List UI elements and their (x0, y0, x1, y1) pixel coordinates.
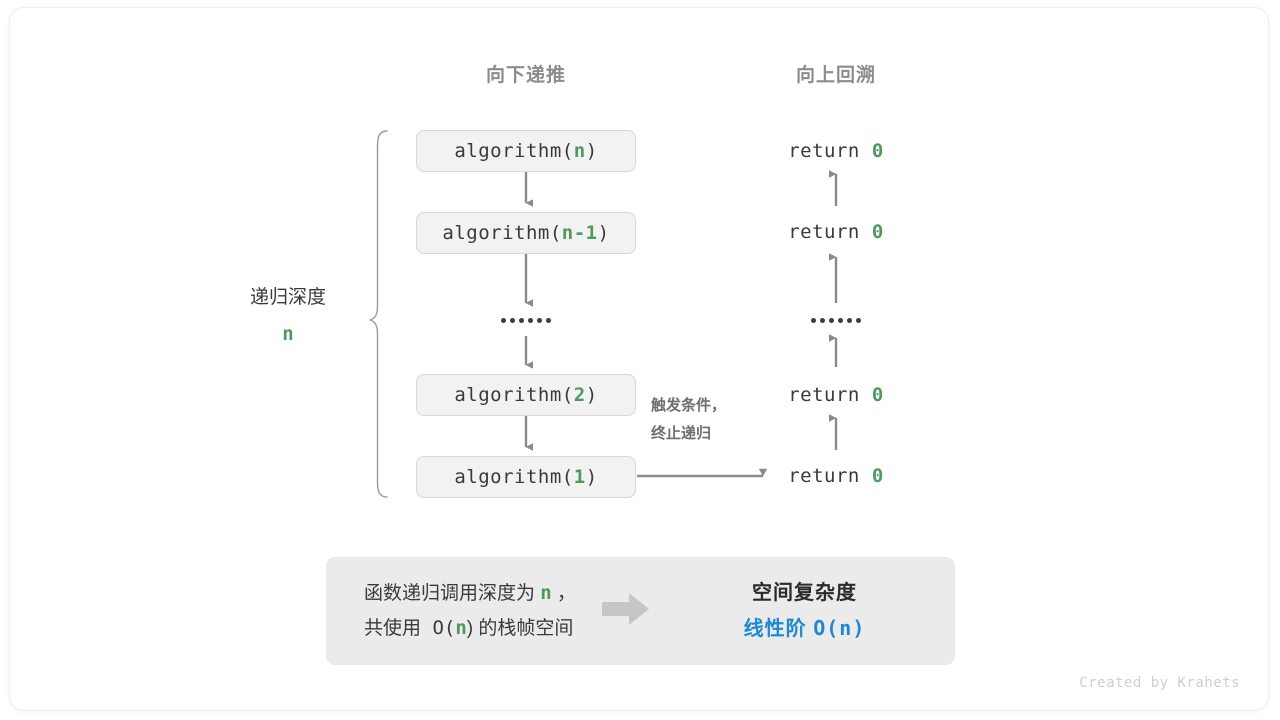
credit-text: Created by Krahets (1079, 675, 1240, 691)
call-box-prefix: algorithm( (442, 222, 562, 244)
return-value: 0 (871, 140, 884, 162)
return-keyword: return (788, 140, 872, 162)
call-box-n-minus-1[interactable]: algorithm(n-1) (416, 212, 636, 254)
summary-line1-a: 函数递归调用深度为 (364, 582, 541, 604)
call-box-suffix: ) (585, 384, 598, 406)
return-label-4: return 0 (788, 465, 884, 487)
summary-result-value-label: 线性阶 (743, 617, 814, 640)
column-header-down: 向下递推 (485, 65, 567, 86)
call-box-prefix: algorithm( (454, 140, 574, 162)
call-box-suffix: ) (597, 222, 610, 244)
summary-description: 函数递归调用深度为 n ， 共使用 O(n) 的栈帧空间 (326, 576, 576, 646)
return-keyword: return (788, 221, 872, 243)
call-box-arg: 2 (573, 384, 586, 406)
summary-line2-a: 共使用 O( (364, 617, 456, 639)
recursion-depth-label: 递归深度 n (250, 280, 326, 352)
summary-result-value-notation: O(n) (813, 615, 866, 640)
return-keyword: return (788, 465, 872, 487)
call-box-suffix: ) (585, 466, 598, 488)
summary-line-2: 共使用 O(n) 的栈帧空间 (364, 611, 576, 646)
call-box-arg: n-1 (561, 222, 598, 244)
summary-line2-b: ) 的栈帧空间 (466, 618, 574, 639)
call-box-1[interactable]: algorithm(1) (416, 456, 636, 498)
summary-result-value: 线性阶 O(n) (672, 611, 937, 647)
summary-panel: 函数递归调用深度为 n ， 共使用 O(n) 的栈帧空间 空间复杂度 线性阶 O… (326, 557, 955, 665)
return-value: 0 (871, 465, 884, 487)
call-box-prefix: algorithm( (454, 384, 574, 406)
call-box-arg: 1 (573, 466, 586, 488)
call-box-2[interactable]: algorithm(2) (416, 374, 636, 416)
termination-note-line1: 触发条件， (651, 397, 727, 414)
return-keyword: return (788, 384, 872, 406)
termination-note-line2: 终止递归 (651, 424, 712, 442)
call-box-suffix: ) (585, 140, 598, 162)
summary-line1-n: n (540, 581, 552, 604)
summary-line-1: 函数递归调用深度为 n ， (364, 576, 576, 611)
recursion-depth-text: 递归深度 (249, 287, 327, 308)
call-box-n[interactable]: algorithm(n) (416, 130, 636, 172)
termination-note: 触发条件， 终止递归 (651, 392, 726, 448)
ellipsis-dots-right (811, 318, 861, 323)
summary-result: 空间复杂度 线性阶 O(n) (672, 576, 955, 647)
recursion-depth-value: n (282, 323, 294, 346)
call-box-arg: n (573, 140, 586, 162)
call-box-prefix: algorithm( (454, 466, 574, 488)
return-label-1: return 0 (788, 140, 884, 162)
right-arrow-icon (602, 592, 650, 631)
return-value: 0 (871, 221, 884, 243)
summary-line1-b: ， (551, 582, 577, 604)
summary-line2-n: n (455, 617, 467, 639)
summary-result-title: 空间复杂度 (752, 581, 857, 604)
column-header-up: 向上回溯 (795, 65, 877, 86)
return-label-3: return 0 (788, 384, 884, 406)
return-label-2: return 0 (788, 221, 884, 243)
ellipsis-dots-left (501, 318, 551, 323)
return-value: 0 (871, 384, 884, 406)
